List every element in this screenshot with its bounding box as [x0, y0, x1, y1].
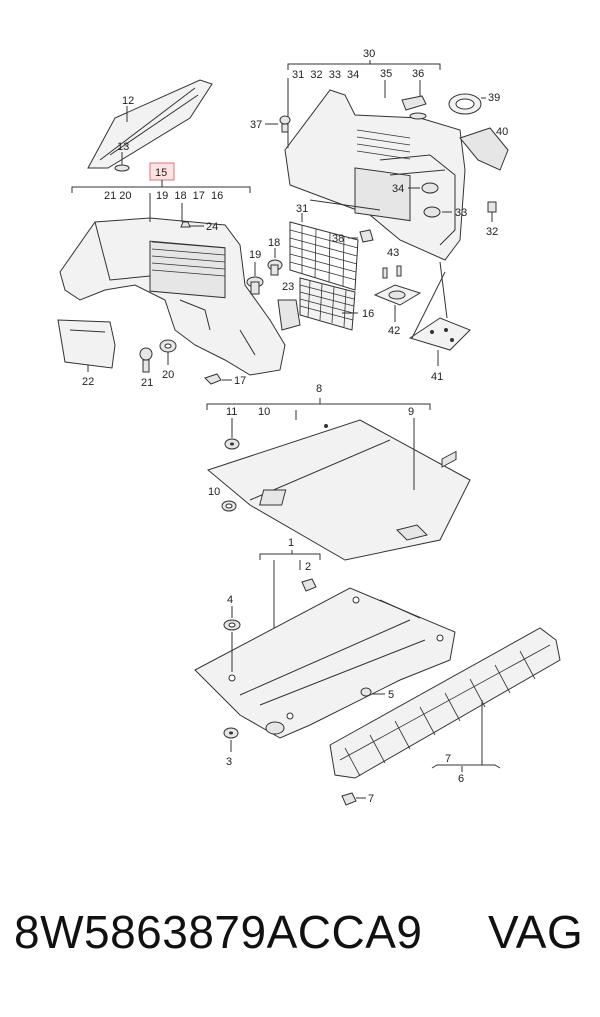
part-17-clip [204, 373, 222, 385]
group-15-label: 21 20 19 18 17 16 [104, 190, 223, 202]
callout-10-top: 10 [258, 406, 270, 418]
part-32-clip [487, 201, 497, 213]
part-36-clip [409, 112, 427, 120]
part-18-fastener [267, 259, 283, 276]
group-30-label: 31 32 33 34 [292, 69, 359, 81]
callout-35: 35 [380, 68, 392, 80]
callout-33: 33 [455, 207, 467, 219]
callout-2: 2 [305, 561, 311, 573]
part-4-grommet [223, 619, 241, 631]
part-16-net [299, 277, 356, 331]
part-41-bracket [408, 317, 471, 351]
part-31-net [289, 221, 359, 291]
brand-label: VAG [488, 906, 584, 958]
callout-10-bottom: 10 [208, 486, 220, 498]
callout-15: 15 [155, 167, 167, 179]
callout-36: 36 [412, 68, 424, 80]
part-19-fastener [246, 276, 264, 295]
part-33-clip [423, 206, 441, 218]
callout-37: 37 [250, 119, 262, 131]
callout-34: 34 [392, 183, 404, 195]
part-11-grommet [224, 438, 240, 450]
callout-42: 42 [388, 325, 400, 337]
part-3-grommet [223, 727, 239, 739]
part-37-clip [279, 115, 291, 133]
part-40-cover [459, 127, 509, 171]
callout-19: 19 [249, 249, 261, 261]
callout-20: 20 [162, 369, 174, 381]
callout-4: 4 [227, 594, 233, 606]
part-10-grommet [221, 500, 237, 512]
part-2-clip [301, 578, 317, 592]
part-7-clip [341, 792, 357, 806]
part-12-panel [87, 79, 213, 172]
part-22-cover [57, 319, 116, 369]
callout-18: 18 [268, 237, 280, 249]
part-21-clip [139, 347, 153, 373]
part-43-screws [382, 265, 402, 279]
part-number: 8W5863879ACCA9 [14, 906, 423, 958]
part-39-ring [448, 93, 482, 115]
part-6-sill-trim [329, 450, 561, 779]
callout-32: 32 [486, 226, 498, 238]
part-number-footer: 8W5863879ACCA9 VAG [14, 905, 594, 985]
part-35-bracket [401, 95, 427, 111]
part-5-fastener [360, 687, 372, 697]
callout-7-right: 7 [445, 753, 451, 765]
parts-exploded-diagram: 12 13 15 21 20 19 18 17 16 24 22 [57, 48, 561, 806]
part-42-plate [373, 284, 422, 306]
callout-5: 5 [388, 689, 394, 701]
callout-6: 6 [458, 773, 464, 785]
callout-1: 1 [288, 537, 294, 549]
part-30-side-trim [284, 89, 466, 261]
callout-13: 13 [117, 141, 129, 153]
callout-12: 12 [122, 95, 134, 107]
part-1-floor-pan [194, 587, 456, 739]
callout-39: 39 [488, 92, 500, 104]
callout-40: 40 [496, 126, 508, 138]
callout-24: 24 [206, 221, 218, 233]
callout-9: 9 [408, 406, 414, 418]
callout-8: 8 [316, 383, 322, 395]
callout-22: 22 [82, 376, 94, 388]
callout-41: 41 [431, 371, 443, 383]
callout-30: 30 [363, 48, 375, 60]
callout-38: 38 [332, 233, 344, 245]
callout-17: 17 [234, 375, 246, 387]
callout-3: 3 [226, 756, 232, 768]
part-20-grommet [159, 339, 177, 353]
part-38-clip [359, 229, 374, 243]
callout-11: 11 [226, 406, 237, 418]
callout-31: 31 [296, 203, 308, 215]
callout-7-bottom: 7 [368, 793, 374, 805]
part-15-side-trim [59, 217, 286, 376]
part-34-clip [421, 182, 439, 194]
part-23-bracket [277, 299, 301, 331]
callout-43: 43 [387, 247, 399, 259]
callout-16: 16 [362, 308, 374, 320]
callout-23: 23 [282, 281, 294, 293]
part-8-floor-panel [206, 419, 471, 561]
callout-21: 21 [141, 377, 153, 389]
